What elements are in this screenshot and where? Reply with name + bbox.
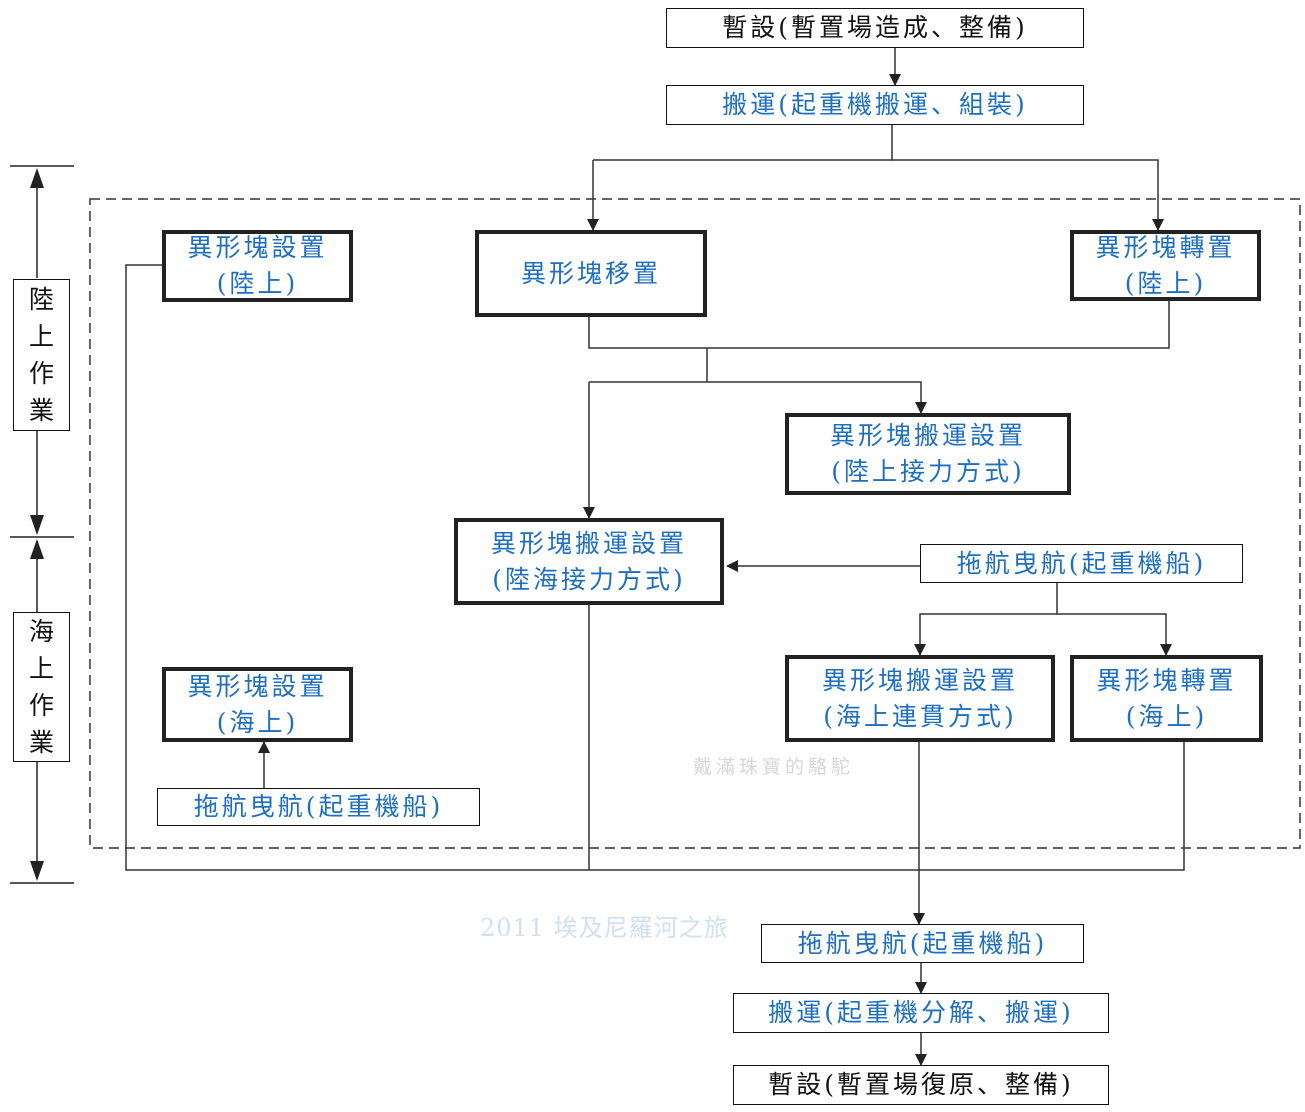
block-transfer-sea-line1: 異形塊轉置 [1096,665,1237,695]
crane-transport-assembly-box: 搬運(起重機搬運、組裝) [666,85,1084,125]
land-work-char: 作 [28,359,54,388]
temp-site-restore-text: 暫設(暫置場復原、整備) [768,1070,1074,1099]
tug-crane-barge-bottom-text: 拖航曳航(起重機船) [797,928,1048,958]
block-placement-land-line1: 異形塊設置 [187,233,328,262]
sea-work-label: 海 上 作 業 [13,612,70,762]
tug-crane-barge-left-box: 拖航曳航(起重機船) [157,788,480,826]
block-placement-sea-line2: (海上) [216,707,299,737]
block-transport-landsea-relay-line2: (陸海接力方式) [492,564,686,594]
tug-crane-barge-right-text: 拖航曳航(起重機船) [956,548,1207,578]
block-transfer-sea-line2: (海上) [1125,701,1208,731]
block-transport-landsea-relay-line1: 異形塊搬運設置 [490,528,687,558]
tug-crane-barge-bottom-box: 拖航曳航(起重機船) [761,924,1084,963]
land-work-char: 上 [28,322,54,351]
sea-work-char: 業 [28,728,54,757]
block-transport-landsea-relay-box: 異形塊搬運設置 (陸海接力方式) [454,518,724,605]
block-transfer-land-box: 異形塊轉置 (陸上) [1070,230,1261,301]
temp-site-setup-box: 暫設(暫置場造成、整備) [666,8,1084,48]
block-transport-sea-continuous-box: 異形塊搬運設置 (海上連貫方式) [785,655,1055,742]
land-work-char: 業 [28,396,54,425]
sea-work-char: 作 [28,691,54,720]
block-transport-sea-continuous-line1: 異形塊搬運設置 [821,665,1018,695]
land-work-char: 陸 [28,285,54,314]
block-transport-land-relay-line2: (陸上接力方式) [831,457,1025,486]
temp-site-setup-text: 暫設(暫置場造成、整備) [722,13,1028,42]
camel-caption-watermark: 戴滿珠寶的駱駝 [693,756,855,778]
sea-work-char: 上 [28,654,54,683]
block-placement-sea-line1: 異形塊設置 [187,671,328,701]
crane-dismantle-transport-text: 搬運(起重機分解、搬運) [768,998,1074,1027]
tug-crane-barge-left-text: 拖航曳航(起重機船) [193,792,444,821]
tug-crane-barge-right-box: 拖航曳航(起重機船) [920,544,1243,583]
block-transfer-land-line1: 異形塊轉置 [1095,232,1236,262]
crane-transport-assembly-text: 搬運(起重機搬運、組裝) [722,90,1028,119]
crane-dismantle-transport-box: 搬運(起重機分解、搬運) [733,993,1109,1033]
land-work-label: 陸 上 作 業 [13,279,70,431]
block-transport-sea-continuous-line2: (海上連貫方式) [823,701,1017,731]
block-placement-land-line2: (陸上) [216,269,299,298]
block-transport-land-relay-line1: 異形塊搬運設置 [829,421,1026,450]
block-relocation-text: 異形塊移置 [520,258,661,288]
block-transfer-land-line2: (陸上) [1124,268,1207,298]
photo-caption-watermark: 2011 埃及尼羅河之旅 [480,914,729,942]
block-relocation-box: 異形塊移置 [475,230,707,317]
temp-site-restore-box: 暫設(暫置場復原、整備) [733,1065,1109,1105]
sea-work-char: 海 [28,617,54,646]
block-placement-sea-box: 異形塊設置 (海上) [162,667,353,742]
block-placement-land-box: 異形塊設置 (陸上) [162,230,353,302]
block-transport-land-relay-box: 異形塊搬運設置 (陸上接力方式) [785,413,1071,495]
block-transfer-sea-box: 異形塊轉置 (海上) [1070,655,1263,742]
